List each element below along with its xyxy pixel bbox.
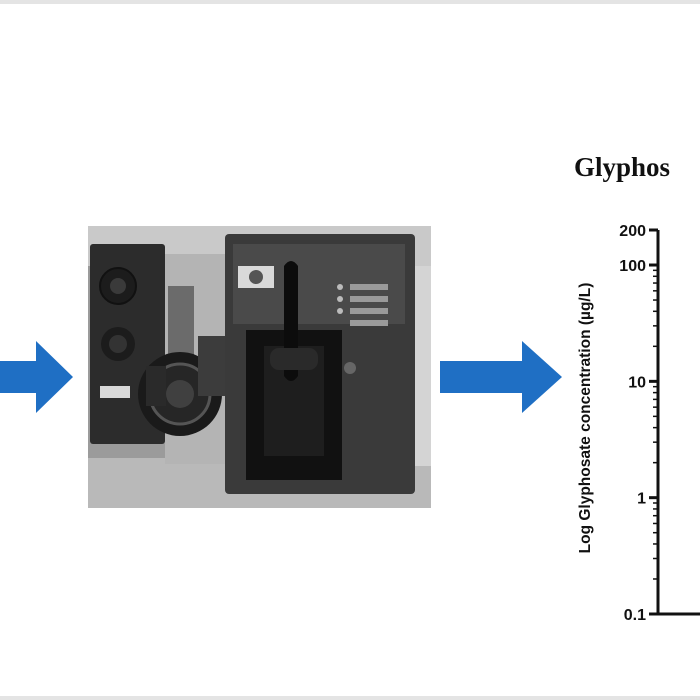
y-tick-label: 100 [619, 258, 646, 275]
right-arrow-shape [440, 341, 562, 413]
left-arrow-shape [0, 341, 73, 413]
y-axis-label: Log Glyphosate concentration (µg/L) [577, 283, 594, 554]
right-arrow-icon [440, 341, 562, 413]
y-tick-label: 10 [628, 374, 646, 391]
instrument-photo [88, 226, 431, 508]
chart-title: Glyphos [574, 152, 671, 182]
hplc-ms-instrument-photo-icon [88, 226, 431, 508]
y-tick-label: 200 [619, 223, 646, 240]
concentration-chart: 200 100 10 1 0.1 Log Glyphosate concentratio… [577, 223, 700, 624]
y-axis: 200 100 10 1 0.1 [619, 223, 700, 624]
y-tick-label: 1 [637, 491, 646, 508]
figure-panel: Glyphos 200 100 10 1 0.1 Log Glyphosate conc… [0, 4, 700, 696]
left-arrow-icon [0, 341, 73, 413]
y-tick-label: 0.1 [624, 607, 646, 624]
